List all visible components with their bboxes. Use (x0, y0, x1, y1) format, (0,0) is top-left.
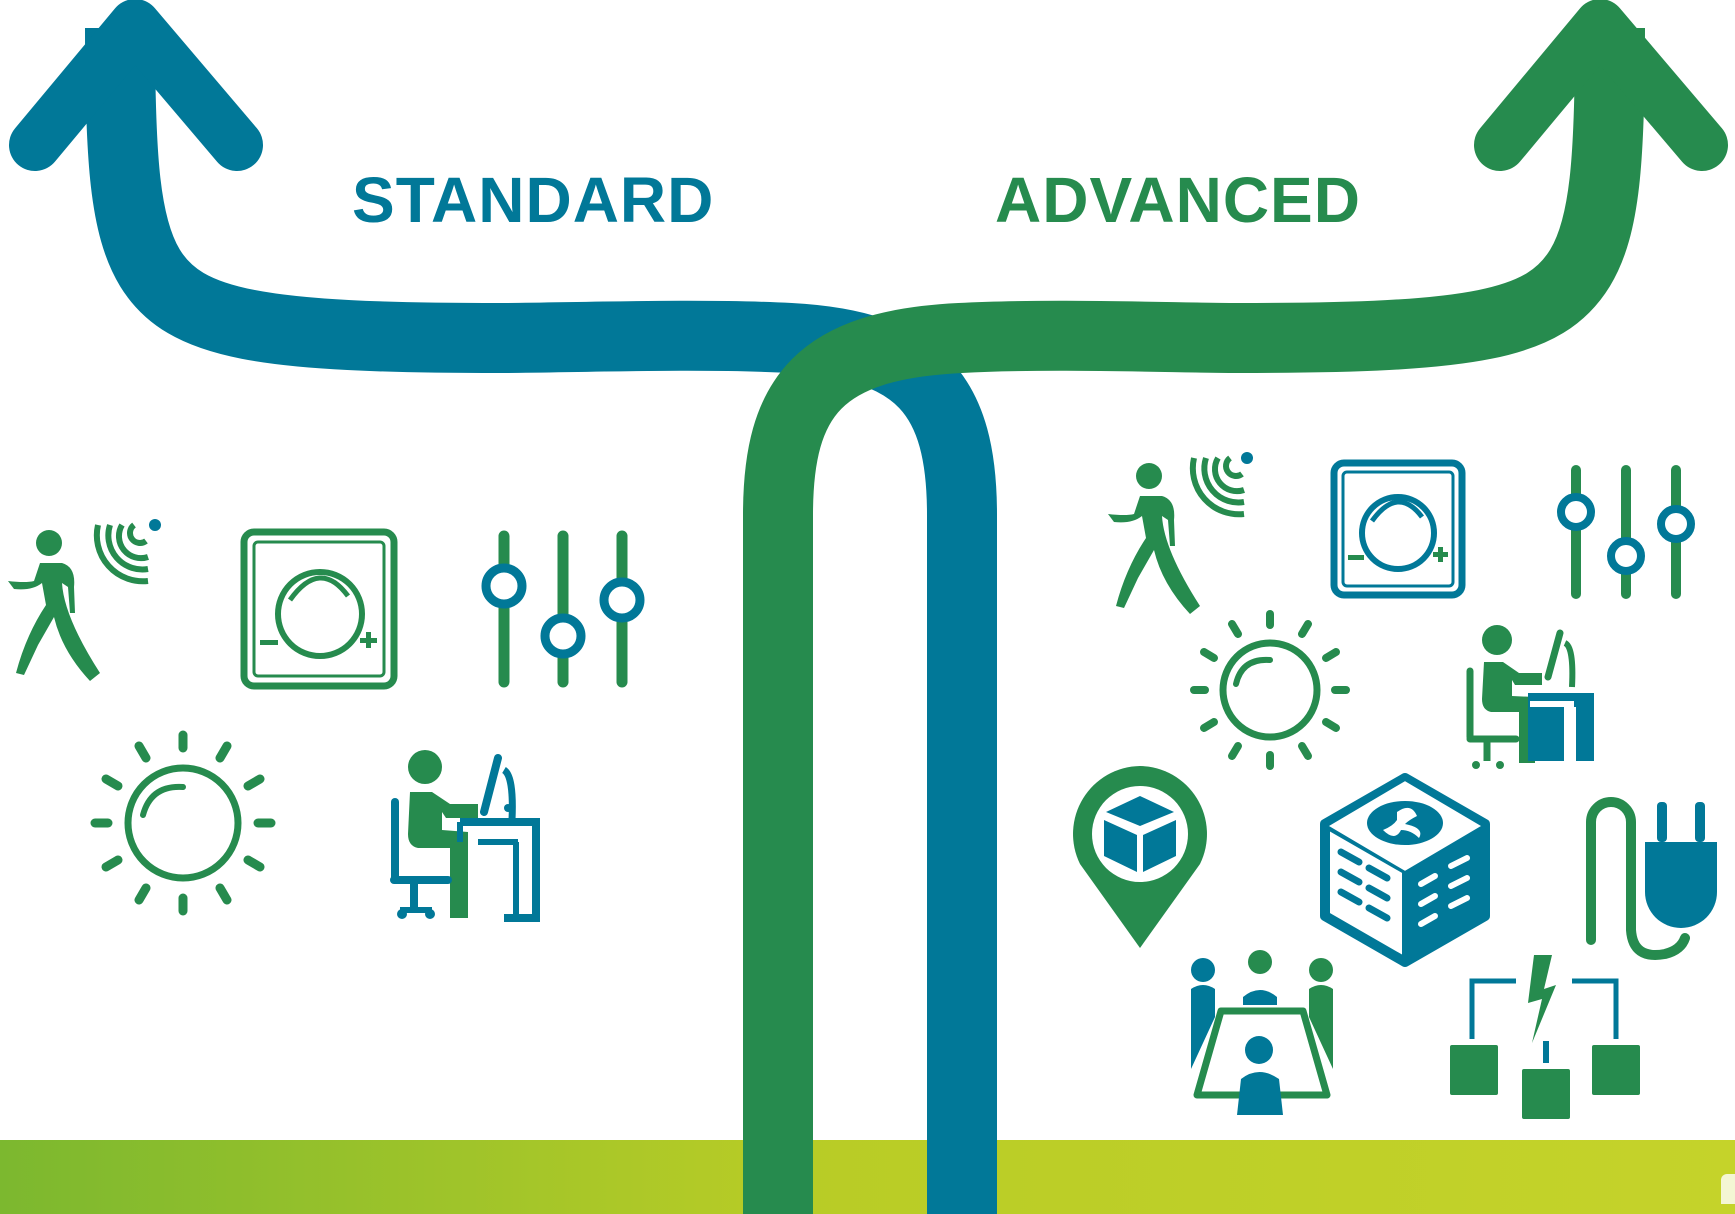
advanced-path (743, 0, 1728, 1214)
advanced-title: ADVANCED (995, 164, 1361, 236)
power-plug-icon (1586, 797, 1717, 960)
adv-occupancy-sensor-icon (1108, 452, 1253, 614)
daylight-sensor-icon (90, 730, 276, 916)
dimmer-switch-icon (240, 528, 398, 690)
occupancy-sensor-icon (8, 519, 161, 681)
ground-gradient (0, 1140, 1735, 1214)
adv-slider-controls-icon (1557, 465, 1695, 599)
standard-arrowhead-icon (9, 0, 263, 171)
advanced-arrowhead-icon (1474, 0, 1728, 171)
adv-dimmer-switch-icon (1330, 459, 1466, 599)
corner-logo-fragment (1721, 1174, 1735, 1204)
energy-network-icon (1450, 955, 1640, 1119)
desk-worker-icon (390, 750, 540, 922)
standard-title: STANDARD (352, 164, 715, 236)
slider-controls-icon (481, 530, 645, 688)
asset-location-pin-icon (1073, 766, 1207, 948)
hvac-building-icon (1320, 773, 1490, 967)
adv-daylight-sensor-icon (1190, 610, 1350, 770)
adv-desk-worker-icon (1466, 625, 1594, 769)
meeting-room-icon (1191, 950, 1333, 1115)
